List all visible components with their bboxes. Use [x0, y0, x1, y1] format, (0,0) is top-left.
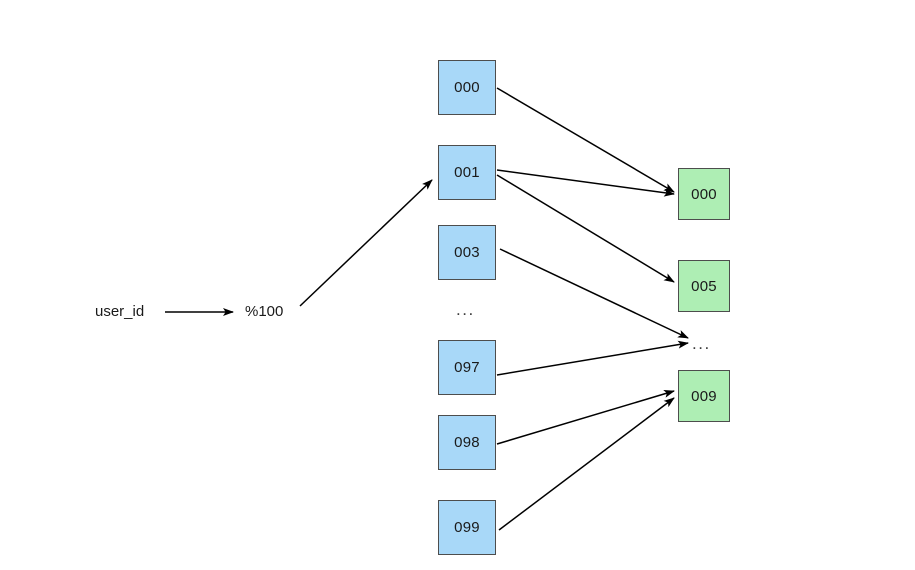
- shard-box-label: 001: [454, 164, 480, 181]
- shard-box-099[interactable]: 099: [438, 500, 496, 555]
- shard-box-003[interactable]: 003: [438, 225, 496, 280]
- edge-shard099-to-table009: [498, 397, 675, 531]
- shard-column-ellipsis: ...: [456, 300, 475, 319]
- shard-box-label: 000: [454, 79, 480, 96]
- edge-shard003-to-dots: [499, 248, 689, 339]
- shard-box-label: 097: [454, 359, 480, 376]
- shard-box-001[interactable]: 001: [438, 145, 496, 200]
- table-box-005[interactable]: 005: [678, 260, 730, 312]
- edge-shard098-to-table009: [496, 390, 675, 445]
- shard-box-000[interactable]: 000: [438, 60, 496, 115]
- edge-shard001-to-table005: [496, 174, 675, 283]
- table-box-label: 009: [691, 387, 717, 405]
- table-column-ellipsis: ...: [692, 334, 711, 353]
- table-box-009[interactable]: 009: [678, 370, 730, 422]
- shard-box-097[interactable]: 097: [438, 340, 496, 395]
- shard-box-098[interactable]: 098: [438, 415, 496, 470]
- user-id-label: user_id: [95, 303, 145, 320]
- hash-mod-label: %100: [245, 303, 284, 320]
- shard-box-label: 099: [454, 519, 480, 536]
- edge-shard001-to-table000: [496, 169, 675, 197]
- table-box-label: 005: [691, 277, 717, 295]
- table-box-label: 000: [691, 185, 717, 203]
- shard-box-label: 098: [454, 434, 480, 451]
- edge-shard000-to-table000: [496, 87, 675, 193]
- table-box-000[interactable]: 000: [678, 168, 730, 220]
- shard-box-label: 003: [454, 244, 480, 261]
- edge-hash-to-shard-001: [299, 179, 433, 307]
- edge-shard097-to-dots: [496, 340, 689, 376]
